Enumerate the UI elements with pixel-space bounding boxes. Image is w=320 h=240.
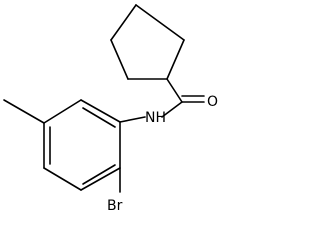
aromatic-bond <box>43 99 82 124</box>
chemical-structure-diagram: O NH Br <box>3 4 218 214</box>
amide-nitrogen-label: NH <box>145 110 166 126</box>
ring-to-carbonyl-bond <box>166 78 183 103</box>
bromine-label: Br <box>107 198 123 214</box>
carbonyl-to-nitrogen-bond <box>161 101 183 118</box>
aromatic-inner-double-bond <box>82 164 116 185</box>
cyclohexane-bond <box>166 39 185 80</box>
cyclohexane-bond <box>110 39 129 80</box>
benzene-ring <box>43 99 121 191</box>
methyl-bond <box>3 99 45 124</box>
aromatic-bond <box>80 99 121 123</box>
cyclohexane-bond <box>110 4 137 41</box>
aromatic-bond <box>43 167 82 191</box>
amide-group <box>161 78 205 118</box>
aromatic-bond <box>80 167 121 191</box>
cyclohexane-ring <box>110 4 185 80</box>
cyclohexane-bond <box>135 4 185 41</box>
aromatic-inner-double-bond <box>82 107 116 128</box>
oxygen-label: O <box>207 94 218 110</box>
nitrogen-to-ring-bond <box>119 116 146 123</box>
